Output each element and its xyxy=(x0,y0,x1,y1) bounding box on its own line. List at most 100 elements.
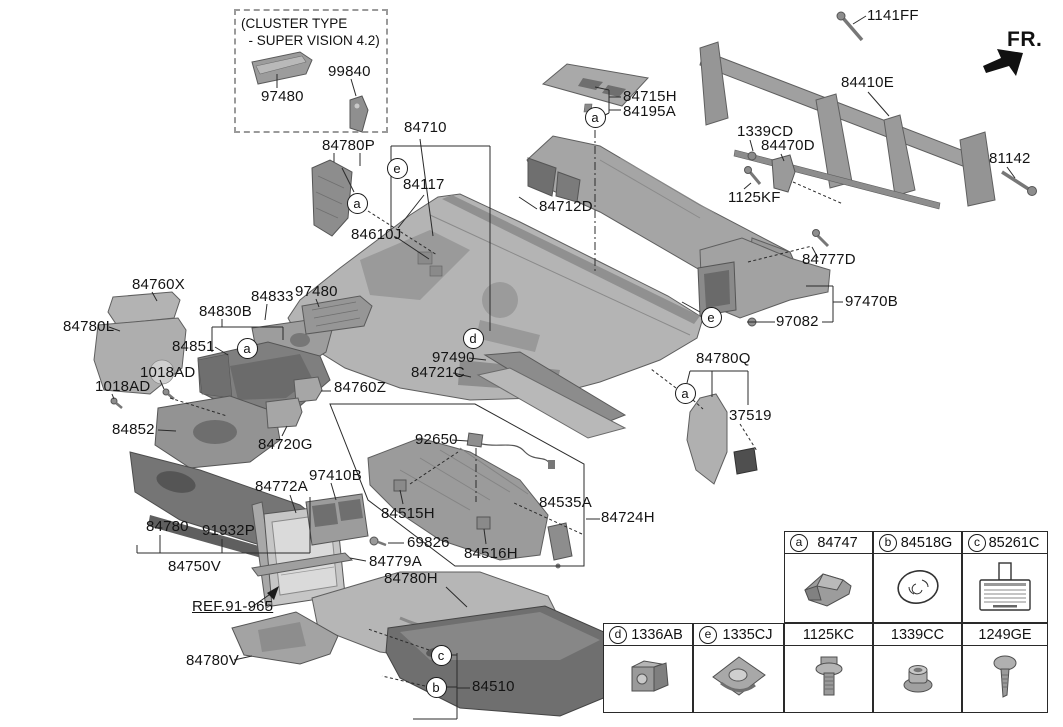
part-label-84195A: 84195A xyxy=(623,103,676,120)
part-label-84851: 84851 xyxy=(172,338,215,355)
fastener-cell-header: a 84747 xyxy=(785,532,872,554)
part-label-37519: 37519 xyxy=(729,407,772,424)
callout-b: b xyxy=(879,533,897,552)
side-panel-84780P-illustration xyxy=(311,159,353,237)
flange-bolt-icon xyxy=(785,646,872,712)
part-label-84780H: 84780H xyxy=(384,570,438,587)
part-label-99840: 99840 xyxy=(328,63,371,80)
part-label-84780: 84780 xyxy=(146,518,189,535)
garnish-strip-84721C-illustration xyxy=(476,367,627,439)
cluster-type-note-box: (CLUSTER TYPE - SUPER VISION 4.2) xyxy=(234,9,388,133)
ref-label-REF.91-965[interactable]: REF.91-965 xyxy=(192,598,274,615)
fastener-part-number: 85261C xyxy=(988,534,1040,551)
garnish-strip-84779A-illustration xyxy=(251,552,354,577)
part-label-84780Q: 84780Q xyxy=(696,350,751,367)
fastener-part-number: 84747 xyxy=(817,534,858,551)
callout-d: d xyxy=(462,327,484,349)
part-label-84715H: 84715H xyxy=(623,88,677,105)
callout-b: b xyxy=(425,676,447,698)
fastener-part-number: 1335CJ xyxy=(722,626,773,643)
part-label-84724H: 84724H xyxy=(601,509,655,526)
group-outline-boxes xyxy=(329,403,585,567)
snap-clip-icon xyxy=(604,646,692,712)
bolt-1141FF-illustration xyxy=(836,11,864,42)
retainer-clip-icon xyxy=(785,554,872,622)
panel-84720G-illustration xyxy=(265,397,303,429)
part-label-84830B: 84830B xyxy=(199,303,252,320)
dashed-leader-lines xyxy=(169,181,844,687)
part-label-84710: 84710 xyxy=(404,119,447,136)
fr-label: FR. xyxy=(1007,28,1043,51)
part-label-97490: 97490 xyxy=(432,349,475,366)
part-label-1018AD: 1018AD xyxy=(140,364,196,381)
cluster-garnish-97480-illustration xyxy=(251,51,313,85)
callout-a: a xyxy=(346,192,368,214)
panel-84780L-illustration xyxy=(93,317,187,395)
part-label-1339CD: 1339CD xyxy=(737,123,794,140)
part-label-84720G: 84720G xyxy=(258,436,313,453)
callout-a: a xyxy=(790,533,808,552)
fastener-cell-header: 1249GE xyxy=(963,624,1047,646)
part-label-84470D: 84470D xyxy=(761,137,815,154)
part-label-84535A: 84535A xyxy=(539,494,592,511)
side-panel-84780Q-illustration xyxy=(686,393,728,485)
fastener-cell-1339CC: 1339CC xyxy=(873,623,962,713)
part-label-97480: 97480 xyxy=(261,88,304,105)
part-label-84852: 84852 xyxy=(112,421,155,438)
part-label-69826: 69826 xyxy=(407,534,450,551)
fastener-cell-1125KC: 1125KC xyxy=(784,623,873,713)
grommet-icon xyxy=(874,554,961,622)
callout-a: a xyxy=(674,382,696,404)
bolt-81142-illustration xyxy=(1001,170,1037,196)
fr-direction-arrow-icon xyxy=(983,49,1023,76)
callout-e: e xyxy=(700,306,722,328)
callout-a: a xyxy=(236,337,258,359)
knee-bolster-84724H-illustration xyxy=(367,432,573,569)
fastener-part-number: 1339CC xyxy=(890,626,945,643)
cluster-note-line1: (CLUSTER TYPE xyxy=(241,16,348,31)
spec-label-icon xyxy=(963,554,1047,622)
part-label-84515H: 84515H xyxy=(381,505,435,522)
bracket-84470D-illustration xyxy=(744,151,796,193)
fastener-cell-header: 1339CC xyxy=(874,624,961,646)
part-label-84833: 84833 xyxy=(251,288,294,305)
part-label-84712D: 84712D xyxy=(539,198,593,215)
part-label-84750V: 84750V xyxy=(168,558,221,575)
pad-37519-illustration xyxy=(733,447,758,475)
part-label-1018AD: 1018AD xyxy=(95,378,151,395)
column-cover-84852-illustration xyxy=(154,395,281,469)
part-label-84410E: 84410E xyxy=(841,74,894,91)
part-label-84777D: 84777D xyxy=(802,251,856,268)
cluster-type-note: (CLUSTER TYPE - SUPER VISION 4.2) xyxy=(241,15,380,49)
cluster-note-line2: - SUPER VISION 4.2) xyxy=(241,33,380,48)
part-label-97480: 97480 xyxy=(295,283,338,300)
callout-a: a xyxy=(584,106,606,128)
fastener-part-number: 1336AB xyxy=(631,626,683,643)
flange-nut-icon xyxy=(874,646,961,712)
part-label-97470B: 97470B xyxy=(845,293,898,310)
callout-d: d xyxy=(609,625,627,644)
part-label-84780P: 84780P xyxy=(322,137,375,154)
part-label-84721C: 84721C xyxy=(411,364,465,381)
part-label-84780L: 84780L xyxy=(63,318,115,335)
fr-indicator: FR. xyxy=(980,28,1060,80)
fastener-cell-header: 1125KC xyxy=(785,624,872,646)
callout-e: e xyxy=(699,625,717,644)
fastener-part-number: 1125KC xyxy=(802,626,855,643)
part-label-91932P: 91932P xyxy=(202,522,255,539)
part-label-84610J: 84610J xyxy=(351,226,402,243)
fastener-part-number: 84518G xyxy=(900,534,953,551)
part-label-92650: 92650 xyxy=(415,431,458,448)
part-label-84779A: 84779A xyxy=(369,553,422,570)
fastener-cell-84747: a 84747 xyxy=(784,531,873,623)
callout-e: e xyxy=(386,157,408,179)
callout-c: c xyxy=(430,644,452,666)
ref-arrowhead xyxy=(267,586,279,600)
fastener-part-number: 1249GE xyxy=(978,626,1032,643)
